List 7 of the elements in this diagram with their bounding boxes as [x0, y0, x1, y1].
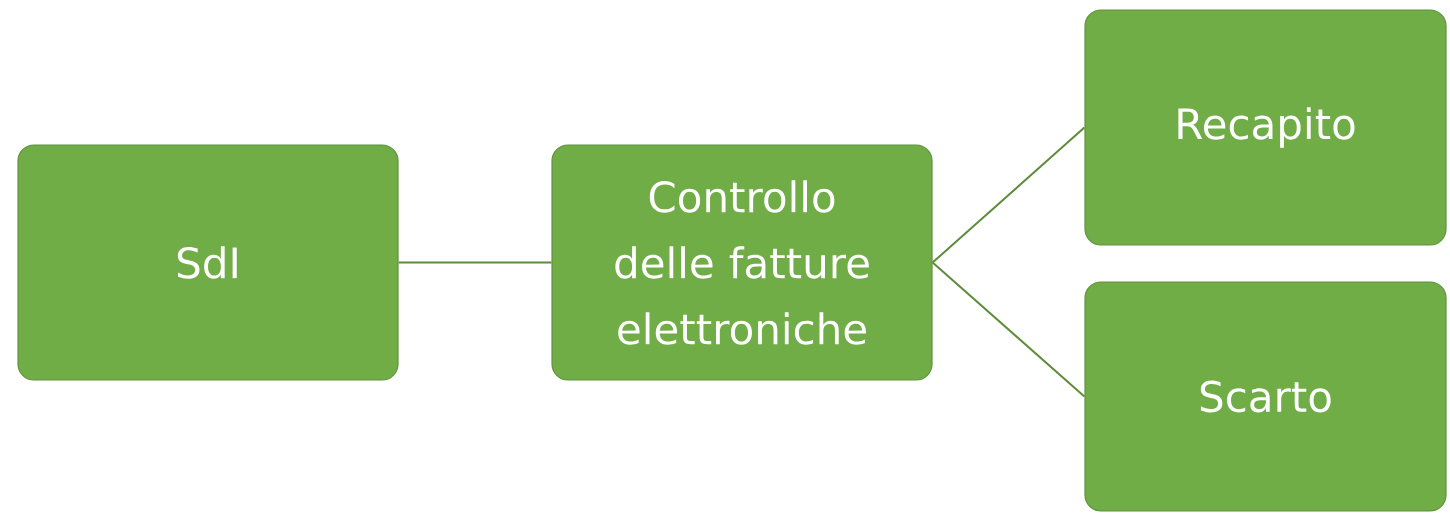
- process-box: Scarto: [1084, 281, 1447, 512]
- process-box: SdI: [17, 144, 399, 381]
- process-box: Recapito: [1084, 9, 1447, 246]
- connector-line: [931, 261, 1086, 398]
- process-box: Controllo delle fatture elettroniche: [551, 144, 933, 381]
- connector-line: [397, 261, 553, 264]
- connector-line: [931, 126, 1086, 264]
